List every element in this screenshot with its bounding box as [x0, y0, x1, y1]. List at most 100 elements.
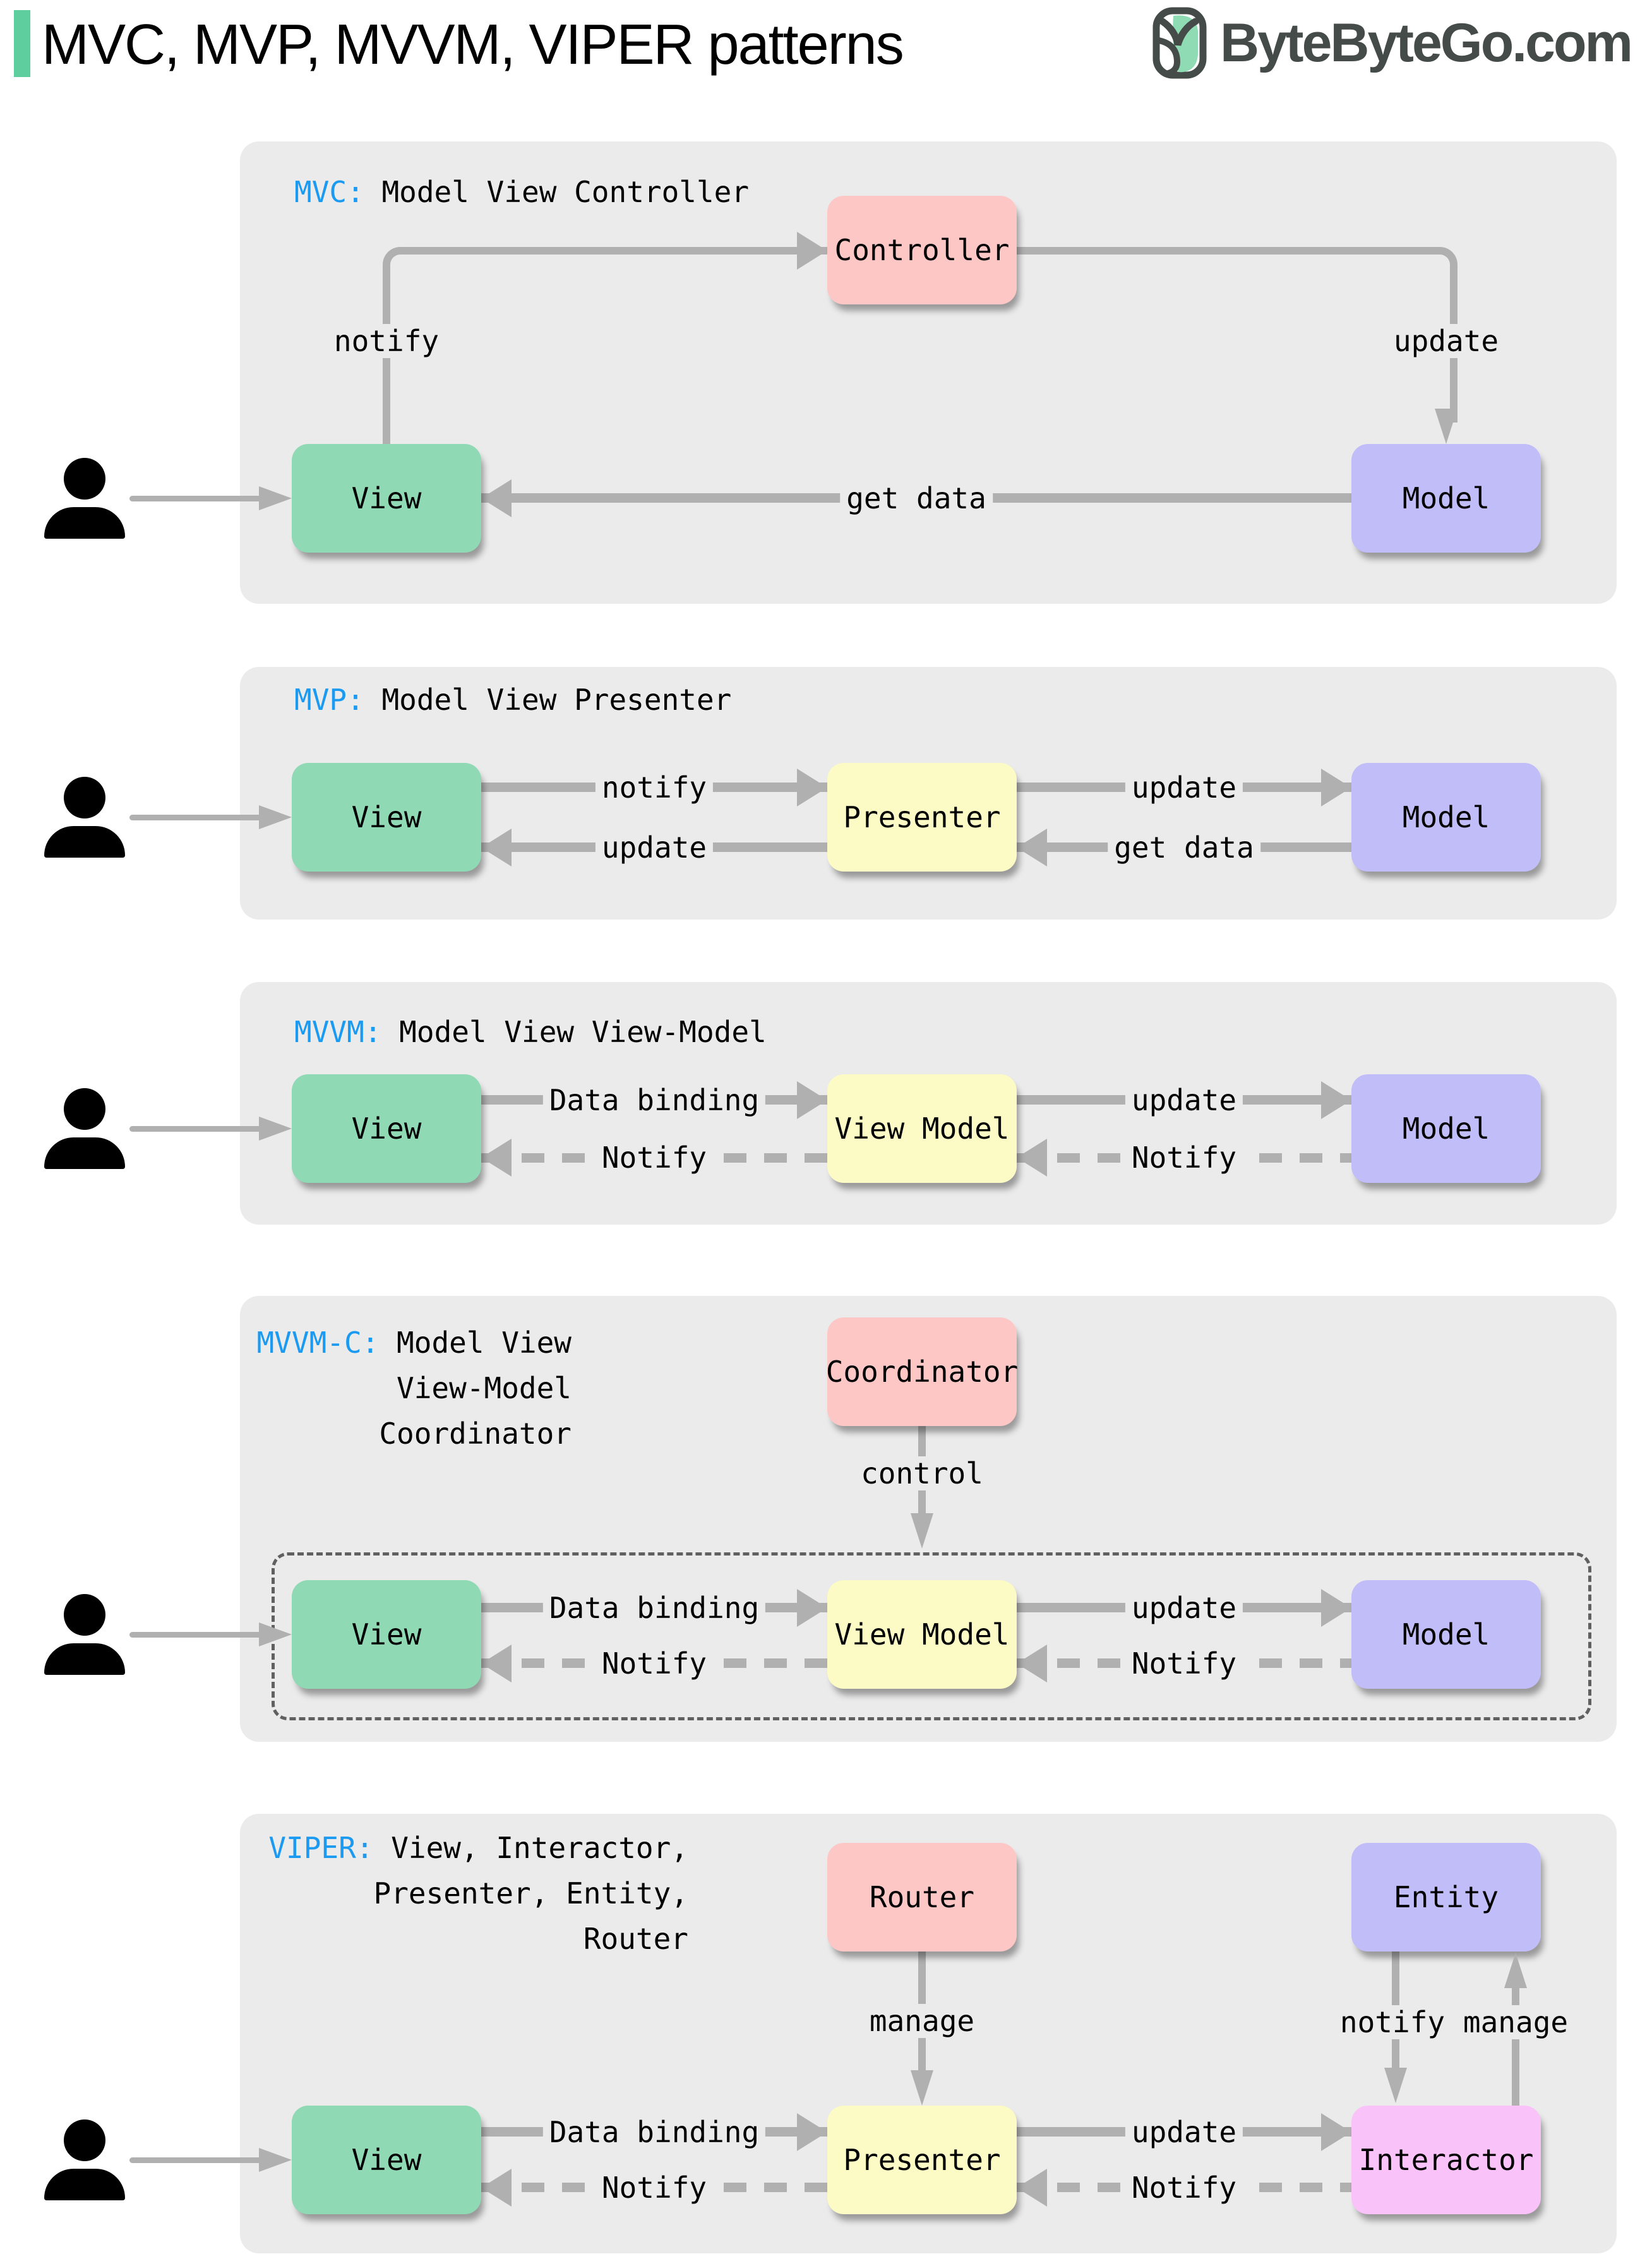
arrow-label-notify: Notify — [595, 2171, 714, 2205]
box-model-mvp: Model — [1351, 763, 1541, 872]
arrow-label-notify: Notify — [1125, 2171, 1243, 2205]
arrow-label-update: update — [1387, 324, 1505, 358]
box-interactor: Interactor — [1351, 2106, 1541, 2214]
box-view-mvp: View — [292, 763, 481, 872]
pattern-desc-mvvmc-2: View-Model — [397, 1371, 572, 1405]
section-header-mvvm: MVVM: Model View View-Model — [294, 1009, 767, 1055]
arrowhead — [797, 2113, 827, 2151]
box-viewmodel-mvvm: View Model — [827, 1074, 1017, 1183]
arrow-label-notify: Notify — [1125, 1141, 1243, 1175]
user-head — [64, 1088, 105, 1130]
box-view-mvvm: View — [292, 1074, 481, 1183]
arrowhead — [1384, 2068, 1407, 2103]
user-head — [64, 458, 105, 500]
box-controller: Controller — [827, 196, 1017, 304]
box-presenter-mvp: Presenter — [827, 763, 1017, 872]
arrow-label-notify: notify — [327, 324, 446, 358]
user-icon — [44, 458, 125, 539]
user-body — [44, 2169, 125, 2200]
header-line-1: MVVM-C: Model View — [256, 1320, 572, 1365]
arrow-label-notify: notify — [1337, 2005, 1448, 2039]
arrowhead — [1321, 2113, 1351, 2151]
box-viewmodel-mvvmc: View Model — [827, 1580, 1017, 1689]
box-presenter-viper: Presenter — [827, 2106, 1017, 2214]
arrowhead — [259, 1622, 292, 1646]
arrow-label-get-data: get data — [840, 481, 993, 515]
arrow-label-notify: Notify — [595, 1141, 714, 1175]
arrowhead — [797, 769, 827, 806]
user-head — [64, 2119, 105, 2161]
bytebytego-logo: ByteByteGo.com — [1152, 6, 1633, 80]
pattern-desc-mvvmc-1: Model View — [379, 1326, 572, 1360]
pattern-desc-viper-2: Presenter, Entity, — [373, 1876, 689, 1910]
arrowhead — [259, 1117, 292, 1141]
arrow-user-to-view-line — [129, 1126, 263, 1132]
pattern-tag-mvvm: MVVM: — [294, 1015, 382, 1049]
bytebytego-logo-icon — [1152, 7, 1207, 79]
arrowhead — [481, 1645, 512, 1682]
box-model-mvvm: Model — [1351, 1074, 1541, 1183]
arrowhead — [1321, 1589, 1351, 1627]
section-header-mvvmc: MVVM-C: Model View View-Model Coordinato… — [256, 1320, 572, 1456]
arrowhead — [259, 2148, 292, 2172]
arrow-label-data-binding: Data binding — [542, 2115, 766, 2149]
arrow-label-manage: manage — [863, 2004, 981, 2038]
box-view-mvvmc: View — [292, 1580, 481, 1689]
pattern-desc-mvc: Model View Controller — [364, 175, 750, 209]
arrow-label-data-binding: Data binding — [542, 1591, 766, 1625]
box-view-mvc: View — [292, 444, 481, 553]
box-coordinator: Coordinator — [826, 1317, 1018, 1426]
arrowhead — [1321, 769, 1351, 806]
section-header-viper: VIPER: View, Interactor, Presenter, Enti… — [268, 1825, 688, 1962]
arrowhead — [481, 1139, 512, 1177]
arrow-label-data-binding: Data binding — [542, 1083, 766, 1117]
arrowhead — [797, 232, 827, 270]
box-entity: Entity — [1351, 1843, 1541, 1951]
arrow-label-notify: Notify — [1125, 1646, 1243, 1681]
arrow-label-update: update — [1125, 2115, 1243, 2149]
arrow-view-to-controller-elbow — [383, 247, 835, 452]
box-view-viper: View — [292, 2106, 481, 2214]
arrow-user-to-view-line — [129, 2157, 263, 2163]
user-body — [44, 1137, 125, 1169]
arrowhead — [1017, 1645, 1047, 1682]
arrowhead — [1504, 1953, 1527, 1988]
arrowhead — [911, 1513, 933, 1549]
pattern-desc-viper-1: View, Interactor, — [373, 1831, 688, 1865]
pattern-desc-mvvm: Model View View-Model — [381, 1015, 767, 1049]
user-icon — [44, 2119, 125, 2200]
logo-text: ByteByteGo.com — [1220, 12, 1633, 73]
arrow-label-notify: notify — [595, 770, 714, 805]
box-model-mvvmc: Model — [1351, 1580, 1541, 1689]
arrowhead — [797, 1081, 827, 1119]
user-head — [64, 1594, 105, 1636]
pattern-tag-mvc: MVC: — [294, 175, 364, 209]
arrowhead — [481, 479, 512, 517]
arrowhead — [259, 486, 292, 510]
arrow-label-update: update — [1125, 1591, 1243, 1625]
arrowhead — [1017, 1139, 1047, 1177]
user-head — [64, 777, 105, 818]
user-icon — [44, 1594, 125, 1675]
section-header-mvp: MVP: Model View Presenter — [294, 677, 731, 722]
arrow-label-update: update — [1125, 770, 1243, 805]
arrow-label-notify: Notify — [595, 1646, 714, 1681]
arrow-user-to-view-line — [129, 496, 263, 501]
arrow-label-update-back: update — [595, 830, 714, 865]
pattern-tag-mvvmc: MVVM-C: — [256, 1326, 380, 1360]
arrow-label-control: control — [854, 1456, 990, 1490]
arrow-label-get-data: get data — [1108, 830, 1260, 865]
header-line-1: VIPER: View, Interactor, — [268, 1825, 688, 1871]
arrow-label-update: update — [1125, 1083, 1243, 1117]
arrowhead — [259, 805, 292, 829]
arrowhead — [481, 2169, 512, 2207]
box-router: Router — [827, 1843, 1017, 1951]
user-icon — [44, 777, 125, 858]
arrowhead — [1017, 829, 1047, 866]
section-header-mvc: MVC: Model View Controller — [294, 169, 749, 215]
arrowhead — [911, 2070, 933, 2106]
user-body — [44, 1643, 125, 1675]
page-title: MVC, MVP, MVVM, VIPER patterns — [42, 13, 904, 76]
pattern-desc-mvvmc-3: Coordinator — [379, 1417, 572, 1451]
